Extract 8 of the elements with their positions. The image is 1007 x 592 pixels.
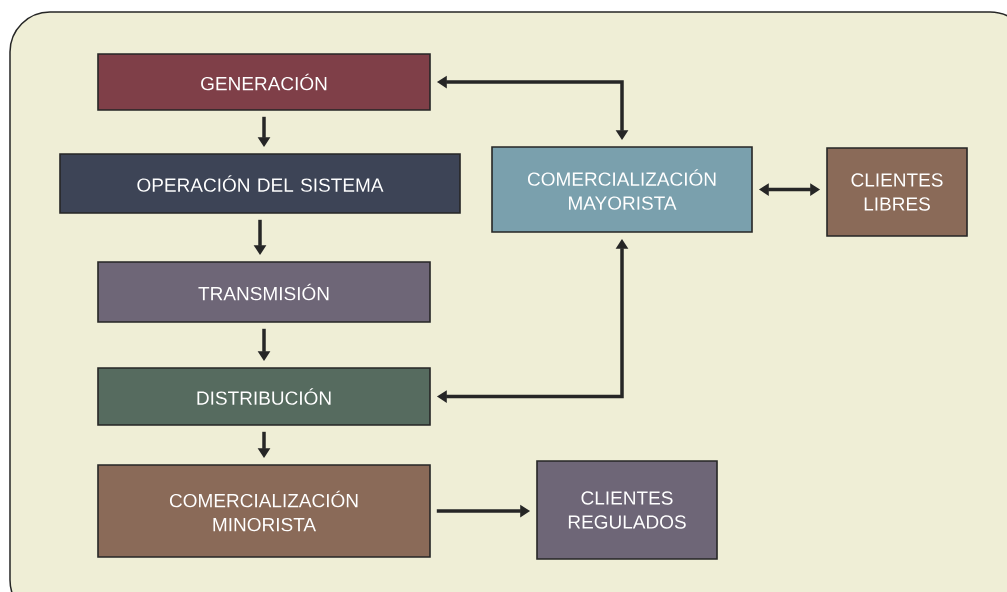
process-box: CLIENTES REGULADOS (536, 460, 718, 560)
process-box: GENERACIÓN (97, 53, 431, 111)
process-box: TRANSMISIÓN (97, 261, 431, 323)
process-box: CLIENTES LIBRES (826, 147, 968, 237)
process-box: COMERCIALIZACIÓN MAYORISTA (491, 146, 753, 233)
process-box: DISTRIBUCIÓN (97, 367, 431, 426)
process-box: COMERCIALIZACIÓN MINORISTA (97, 464, 431, 558)
process-box: OPERACIÓN DEL SISTEMA (59, 153, 461, 214)
